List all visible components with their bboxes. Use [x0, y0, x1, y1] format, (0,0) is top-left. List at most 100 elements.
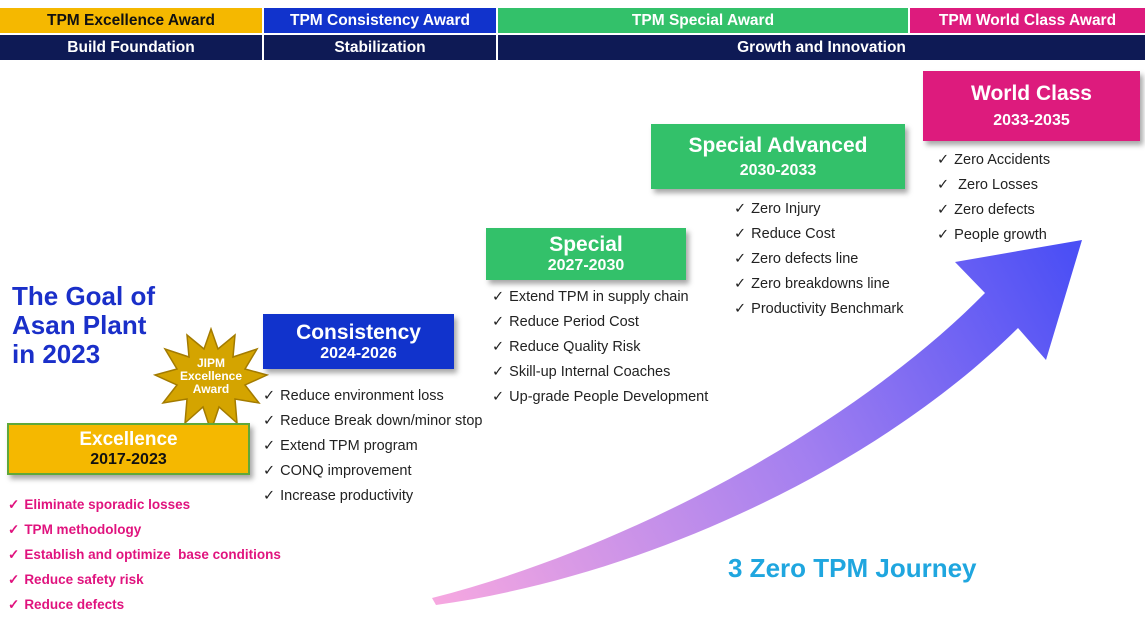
- check-icon: ✓: [8, 597, 20, 612]
- check-icon: ✓: [263, 463, 276, 479]
- stage-special-box: Special 2027-2030: [486, 228, 686, 280]
- stage-item-text: Skill-up Internal Coaches: [509, 364, 671, 380]
- stage-item: ✓Reduce Quality Risk: [492, 335, 708, 360]
- stage-item: ✓Extend TPM program: [263, 434, 482, 459]
- stage-item: ✓People growth: [937, 223, 1050, 248]
- check-icon: ✓: [8, 497, 20, 512]
- stage-item-text: Reduce Period Cost: [509, 314, 639, 330]
- stage-item: ✓ TPM methodology: [8, 517, 281, 542]
- stage-special-advanced-years: 2030-2033: [739, 161, 817, 179]
- stage-item-text: Increase productivity: [280, 488, 414, 504]
- stage-item-text: Reduce Cost: [751, 226, 835, 242]
- journey-label: 3 Zero TPM Journey: [728, 553, 977, 583]
- award-world-class-header: TPM World Class Award: [910, 8, 1145, 33]
- stage-item-text: Zero Injury: [751, 201, 821, 217]
- stage-item-text: Reduce safety risk: [24, 572, 144, 587]
- stage-item-text: Eliminate sporadic losses: [24, 497, 191, 512]
- stage-special-years: 2027-2030: [547, 257, 625, 274]
- check-icon: ✓: [937, 202, 950, 218]
- stage-item-text: Reduce Break down/minor stop: [280, 413, 483, 429]
- stage-item-text: Extend TPM in supply chain: [509, 289, 689, 305]
- stage-item: ✓Zero breakdowns line: [734, 272, 903, 297]
- stage-consistency-years: 2024-2026: [320, 344, 397, 362]
- check-icon: ✓: [492, 389, 505, 405]
- stage-item: ✓Productivity Benchmark: [734, 297, 903, 322]
- check-icon: ✓: [263, 488, 276, 504]
- stage-excellence-title: Excellence: [79, 429, 178, 450]
- check-icon: ✓: [937, 227, 950, 243]
- stage-item-text: Zero breakdowns line: [751, 276, 890, 292]
- stage-item: ✓ Establish and optimize base conditions: [8, 542, 281, 567]
- goal-heading: The Goal of Asan Plant in 2023: [12, 282, 155, 369]
- check-icon: ✓: [937, 177, 950, 193]
- stage-item: ✓ Reduce safety risk: [8, 567, 281, 592]
- badge-line-2: Excellence: [179, 369, 243, 383]
- stage-item-text: People growth: [954, 227, 1047, 243]
- stage-item-text: Zero defects line: [751, 251, 859, 267]
- jipm-badge: JIPM Excellence Award: [153, 327, 269, 437]
- stage-item: ✓Zero Accidents: [937, 148, 1050, 173]
- stage-excellence-years: 2017-2023: [90, 451, 167, 468]
- stage-special-advanced-title: Special Advanced: [688, 133, 868, 157]
- check-icon: ✓: [492, 314, 505, 330]
- badge-line-3: Award: [192, 382, 230, 396]
- stage-special-advanced-list: ✓Zero Injury✓Reduce Cost✓Zero defects li…: [734, 197, 903, 322]
- stage-item: ✓CONQ improvement: [263, 459, 482, 484]
- stage-item-text: Zero defects: [954, 202, 1035, 218]
- stage-item: ✓Reduce Break down/minor stop: [263, 409, 482, 434]
- stage-item-text: Reduce Quality Risk: [509, 339, 641, 355]
- stage-item: ✓Zero Injury: [734, 197, 903, 222]
- stage-item: ✓Skill-up Internal Coaches: [492, 360, 708, 385]
- stage-item-text: Productivity Benchmark: [751, 301, 904, 317]
- phase-growth-innovation: Growth and Innovation: [498, 35, 1145, 60]
- stage-special-list: ✓Extend TPM in supply chain✓Reduce Perio…: [492, 285, 708, 410]
- award-special-header: TPM Special Award: [498, 8, 908, 33]
- check-icon: ✓: [263, 438, 276, 454]
- check-icon: ✓: [8, 572, 20, 587]
- stage-world-class-title: World Class: [971, 82, 1092, 105]
- stage-item: ✓Increase productivity: [263, 484, 482, 509]
- journey-arrow-shape: [432, 240, 1082, 605]
- award-excellence-header: TPM Excellence Award: [0, 8, 262, 33]
- check-icon: ✓: [263, 388, 276, 404]
- phase-build-foundation: Build Foundation: [0, 35, 262, 60]
- stage-item-text: Zero Accidents: [954, 152, 1051, 168]
- stage-consistency-title: Consistency: [296, 320, 421, 344]
- check-icon: ✓: [734, 301, 747, 317]
- award-consistency-header: TPM Consistency Award: [264, 8, 496, 33]
- stage-excellence-box: Excellence 2017-2023: [7, 423, 250, 475]
- stage-item: ✓Reduce environment loss: [263, 384, 482, 409]
- check-icon: ✓: [492, 364, 505, 380]
- stage-item-text: Establish and optimize base conditions: [24, 547, 281, 562]
- stage-item: ✓Reduce defects: [8, 592, 281, 617]
- stage-excellence-list: ✓ Eliminate sporadic losses ✓ TPM methodolo…: [8, 492, 281, 617]
- stage-item-text: TPM methodology: [24, 522, 142, 537]
- stage-item-text: Extend TPM program: [280, 438, 418, 454]
- stage-item-text: CONQ improvement: [280, 463, 412, 479]
- check-icon: ✓: [937, 152, 950, 168]
- phase-stabilization: Stabilization: [264, 35, 496, 60]
- check-icon: ✓: [734, 201, 747, 217]
- stage-special-title: Special: [549, 233, 623, 256]
- stage-item: ✓Zero defects: [937, 198, 1050, 223]
- check-icon: ✓: [734, 251, 747, 267]
- goal-line-3: in 2023: [12, 339, 101, 369]
- stage-item: ✓Extend TPM in supply chain: [492, 285, 708, 310]
- stage-item: ✓ Zero Losses: [937, 173, 1050, 198]
- goal-line-1: The Goal of: [12, 281, 155, 311]
- stage-world-class-years: 2033-2035: [993, 112, 1070, 129]
- stage-special-advanced-box: Special Advanced 2030-2033: [651, 124, 905, 189]
- stage-consistency-list: ✓Reduce environment loss✓Reduce Break do…: [263, 384, 482, 509]
- check-icon: ✓: [263, 413, 276, 429]
- check-icon: ✓: [734, 276, 747, 292]
- badge-line-1: JIPM: [196, 356, 225, 370]
- stage-item: ✓Reduce Cost: [734, 222, 903, 247]
- stage-item-text: Reduce environment loss: [280, 388, 444, 404]
- stage-item-text: Up-grade People Development: [509, 389, 709, 405]
- check-icon: ✓: [8, 547, 20, 562]
- check-icon: ✓: [492, 289, 505, 305]
- check-icon: ✓: [734, 226, 747, 242]
- stage-item: ✓Zero defects line: [734, 247, 903, 272]
- check-icon: ✓: [8, 522, 20, 537]
